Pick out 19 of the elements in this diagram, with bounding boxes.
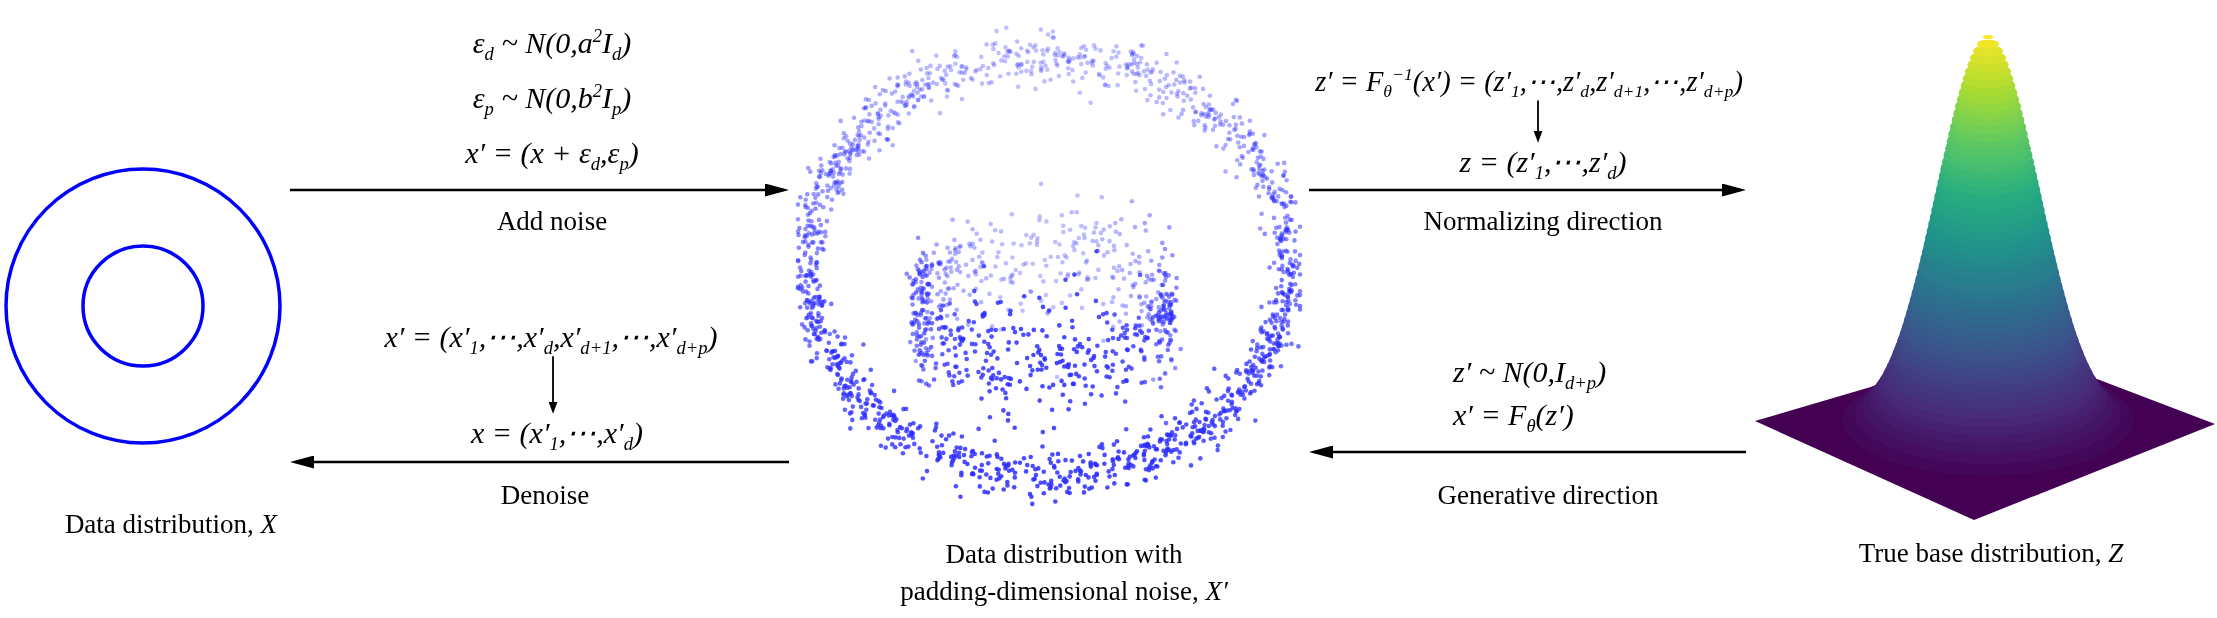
arrow [290,455,789,469]
edge-label: Denoise [500,480,590,512]
formula: z′ = F$_{θ}$$^{−1}$(x′) = (z′$_{1}$,⋯,z′$_{d}$,z′$_{d+1}$,⋯,z′$_{d+p}$) [1315,65,1743,99]
formula: ε$_{d}$ ~ N(0,a$^{2}$I$_{d}$) [472,25,632,61]
arrow [1309,445,1746,459]
node-label: True base distribution, Z [1858,536,2124,570]
node-label: Data distribution with padding-dimensional noise, X′ [899,538,1229,608]
edge-label: Generative direction [1437,480,1659,512]
edge-label: Add noise [496,206,608,238]
arrow [1309,183,1746,197]
edge-label: Normalizing direction [1423,206,1663,238]
arrow [548,355,558,415]
arrow [290,183,789,197]
node-label: Data distribution, X [64,507,278,541]
concentric-circles-plot [2,165,284,447]
formula: z = (z′$_{1}$,⋯,z′$_{d}$) [1459,144,1627,180]
arrow [1533,99,1543,144]
formula: x′ = F$_{θ}$(z′) [1453,397,1574,433]
formula: x = (x′$_{1}$,⋯,x′$_{d}$) [471,415,643,451]
